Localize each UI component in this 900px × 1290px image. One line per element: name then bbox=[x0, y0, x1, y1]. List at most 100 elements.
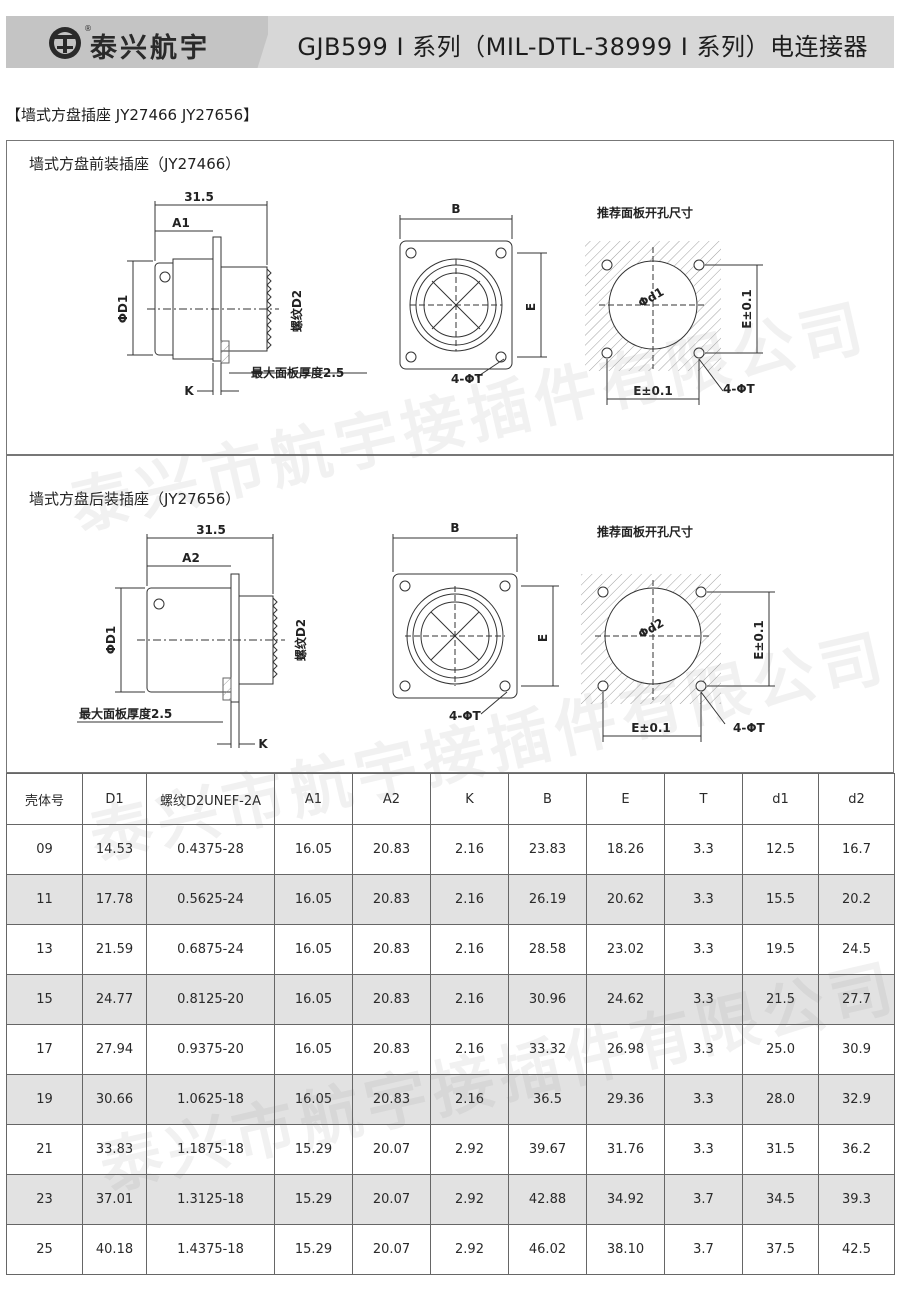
table-cell: 17 bbox=[6, 1024, 83, 1075]
table-cell: 42.88 bbox=[508, 1174, 587, 1225]
front-mount-label: 墙式方盘前装插座（JY27466） bbox=[29, 155, 241, 173]
table-cell: 23 bbox=[6, 1174, 83, 1225]
table-cell: 2.16 bbox=[430, 1074, 509, 1125]
table-cell: 2.16 bbox=[430, 1024, 509, 1075]
rear-dim-e: E bbox=[536, 634, 550, 642]
table-cell: 1.0625-18 bbox=[146, 1074, 275, 1125]
header-d2-hole: d2 bbox=[818, 773, 895, 825]
table-cell: 3.3 bbox=[664, 1024, 743, 1075]
table-cell: 24.62 bbox=[586, 974, 665, 1025]
table-cell: 0.5625-24 bbox=[146, 874, 275, 925]
table-cell: 23.02 bbox=[586, 924, 665, 975]
table-cell: 31.5 bbox=[742, 1124, 819, 1175]
rear-dim-a2: A2 bbox=[182, 551, 200, 565]
table-cell: 3.3 bbox=[664, 1074, 743, 1125]
front-mount-panel: 墙式方盘前装插座（JY27466） bbox=[6, 140, 894, 455]
page-header: ® 泰兴航宇 GJB599 I 系列（MIL-DTL-38999 I 系列）电连… bbox=[6, 16, 894, 68]
table-cell: 16.05 bbox=[274, 874, 353, 925]
table-cell: 32.9 bbox=[818, 1074, 895, 1125]
front-dim-thread: 螺纹D2 bbox=[289, 290, 304, 332]
header-a1: A1 bbox=[274, 773, 353, 825]
header-e: E bbox=[586, 773, 665, 825]
table-cell: 40.18 bbox=[82, 1224, 147, 1275]
table-cell: 1.4375-18 bbox=[146, 1224, 275, 1275]
header-d1: D1 bbox=[82, 773, 147, 825]
table-cell: 21.59 bbox=[82, 924, 147, 975]
table-cell: 2.16 bbox=[430, 874, 509, 925]
table-cell: 3.3 bbox=[664, 974, 743, 1025]
table-cell: 37.5 bbox=[742, 1224, 819, 1275]
table-cell: 16.7 bbox=[818, 824, 895, 875]
table-cell: 2.92 bbox=[430, 1174, 509, 1225]
front-cutout-title: 推荐面板开孔尺寸 bbox=[597, 205, 693, 220]
table-cell: 14.53 bbox=[82, 824, 147, 875]
table-cell: 2.16 bbox=[430, 924, 509, 975]
table-cell: 27.94 bbox=[82, 1024, 147, 1075]
rear-dim-k: K bbox=[258, 737, 268, 751]
header-k: K bbox=[430, 773, 509, 825]
table-cell: 39.3 bbox=[818, 1174, 895, 1225]
table-cell: 38.10 bbox=[586, 1224, 665, 1275]
dimension-table: 壳体号 D1 螺纹D2UNEF-2A A1 A2 K B E T d1 d2 0… bbox=[6, 773, 895, 1275]
rear-dim-b: B bbox=[450, 521, 459, 535]
rear-dim-thread: 螺纹D2 bbox=[293, 619, 308, 661]
table-cell: 09 bbox=[6, 824, 83, 875]
table-cell: 23.83 bbox=[508, 824, 587, 875]
table-cell: 2.16 bbox=[430, 974, 509, 1025]
table-cell: 11 bbox=[6, 874, 83, 925]
table-cell: 30.9 bbox=[818, 1024, 895, 1075]
rear-panel-note: 最大面板厚度2.5 bbox=[79, 706, 172, 721]
page-title: GJB599 I 系列（MIL-DTL-38999 I 系列）电连接器 bbox=[297, 33, 868, 61]
table-cell: 20.2 bbox=[818, 874, 895, 925]
table-cell: 26.98 bbox=[586, 1024, 665, 1075]
rear-mount-panel: 墙式方盘后装插座（JY27656） bbox=[6, 455, 894, 773]
table-cell: 0.4375-28 bbox=[146, 824, 275, 875]
front-dim-a1: A1 bbox=[172, 216, 190, 230]
table-cell: 20.83 bbox=[352, 924, 431, 975]
table-cell: 19 bbox=[6, 1074, 83, 1125]
section-title: 【墙式方盘插座 JY27466 JY27656】 bbox=[6, 106, 259, 124]
table-cell: 24.5 bbox=[818, 924, 895, 975]
table-cell: 33.83 bbox=[82, 1124, 147, 1175]
table-cell: 39.67 bbox=[508, 1124, 587, 1175]
table-cell: 15 bbox=[6, 974, 83, 1025]
table-cell: 3.3 bbox=[664, 924, 743, 975]
table-cell: 1.3125-18 bbox=[146, 1174, 275, 1225]
table-cell: 16.05 bbox=[274, 824, 353, 875]
rear-dim-d1: ΦD1 bbox=[104, 626, 118, 655]
table-cell: 34.92 bbox=[586, 1174, 665, 1225]
table-cell: 3.7 bbox=[664, 1224, 743, 1275]
table-cell: 30.66 bbox=[82, 1074, 147, 1125]
table-cell: 16.05 bbox=[274, 1024, 353, 1075]
table-cell: 2.16 bbox=[430, 824, 509, 875]
table-cell: 15.29 bbox=[274, 1174, 353, 1225]
table-cell: 37.01 bbox=[82, 1174, 147, 1225]
table-cell: 3.7 bbox=[664, 1174, 743, 1225]
header-b: B bbox=[508, 773, 587, 825]
table-cell: 29.36 bbox=[586, 1074, 665, 1125]
front-cutout-e-v: E±0.1 bbox=[740, 289, 754, 329]
table-cell: 0.8125-20 bbox=[146, 974, 275, 1025]
table-cell: 12.5 bbox=[742, 824, 819, 875]
rear-mount-label: 墙式方盘后装插座（JY27656） bbox=[29, 490, 241, 508]
table-cell: 20.83 bbox=[352, 824, 431, 875]
table-cell: 20.62 bbox=[586, 874, 665, 925]
front-mount-drawing: 31.5 A1 ΦD1 螺纹D2 K 最大面板厚度2.5 B E 4-ΦT 推荐… bbox=[116, 190, 763, 405]
table-header-row: 壳体号 D1 螺纹D2UNEF-2A A1 A2 K B E T d1 d2 bbox=[6, 773, 895, 825]
front-dim-b: B bbox=[451, 202, 460, 216]
table-cell: 20.83 bbox=[352, 874, 431, 925]
table-cell: 21.5 bbox=[742, 974, 819, 1025]
table-cell: 28.0 bbox=[742, 1074, 819, 1125]
rear-hole-note: 4-ΦT bbox=[449, 709, 482, 723]
table-cell: 15.5 bbox=[742, 874, 819, 925]
front-cutout-e-h: E±0.1 bbox=[633, 384, 673, 398]
table-cell: 26.19 bbox=[508, 874, 587, 925]
rear-cutout-title: 推荐面板开孔尺寸 bbox=[597, 524, 693, 539]
front-panel-note: 最大面板厚度2.5 bbox=[251, 365, 344, 380]
